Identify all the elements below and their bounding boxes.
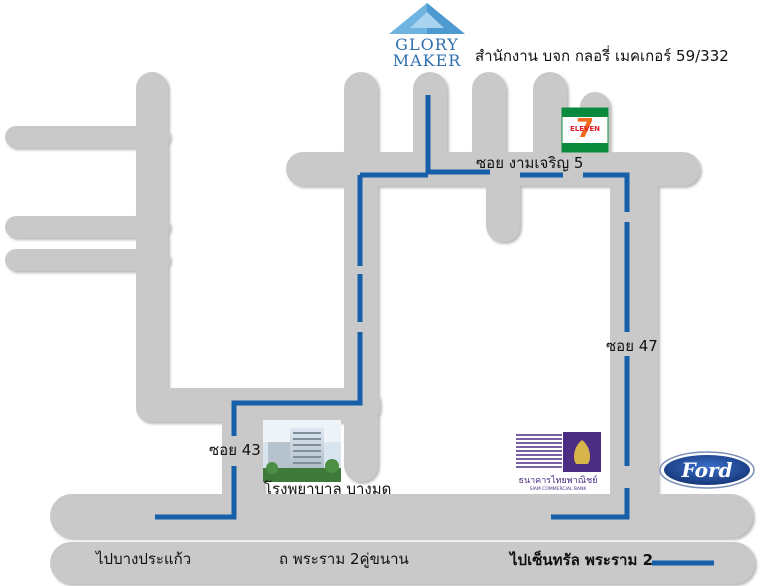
route-middle-seg3: [231, 332, 363, 436]
soi-ngam-charoen-5-label: ซอย งามเจริญ 5: [476, 154, 584, 172]
road-left-stub-2: [5, 216, 170, 238]
seven-eleven-logo: 7 ELEVEN: [561, 107, 609, 153]
seven-digit: 7: [576, 114, 594, 144]
logo-glory: GLORY: [395, 35, 459, 54]
glory-maker-logo: GLORY MAKER: [389, 3, 465, 70]
road-network: [5, 72, 755, 584]
route-from-office: [425, 95, 490, 175]
rama2-parallel-label: ถ พระราม 2คู่ขนาน: [279, 550, 409, 568]
hospital-photo: [263, 420, 341, 482]
office-label: สำนักงาน บจก กลอรี่ เมคเกอร์ 59/332: [475, 47, 729, 65]
route-top-corner: [583, 172, 630, 212]
logo-maker: MAKER: [393, 51, 462, 70]
route-soi47-bottom: [551, 488, 630, 520]
route-path: [155, 95, 714, 566]
ford-logo: Ford: [659, 451, 755, 489]
soi-43-label: ซอย 43: [209, 441, 261, 459]
road-left-vertical: [136, 72, 168, 422]
soi-47-label: ซอย 47: [606, 337, 658, 355]
road-stub-d: [486, 160, 520, 242]
road-soi-47: [610, 160, 658, 520]
seven-eleven-text: ELEVEN: [570, 125, 600, 133]
ford-wordmark: Ford: [681, 458, 733, 482]
scb-thai-name: ธนาคารไทยพาณิชย์: [518, 474, 597, 486]
road-rama2-parallel: [50, 542, 755, 584]
road-stub-c: [533, 72, 567, 180]
to-bang-pra-kaeo-label: ไปบางประแก้ว: [96, 550, 192, 568]
road-left-stub-1: [5, 126, 170, 148]
scb-english-name: SIAM COMMERCIAL BANK: [530, 486, 588, 492]
road-left-stub-3: [5, 249, 170, 271]
route-soi43: [155, 466, 237, 520]
road-soi-43: [222, 400, 264, 518]
scb-logo: ธนาคารไทยพาณิชย์ SIAM COMMERCIAL BANK: [516, 432, 601, 492]
hospital-label: โรงพยาบาล บางมด: [264, 480, 392, 498]
to-central-rama2-label: ไปเซ็นทรัล พระราม 2: [510, 551, 654, 569]
road-stub-b: [472, 72, 506, 180]
